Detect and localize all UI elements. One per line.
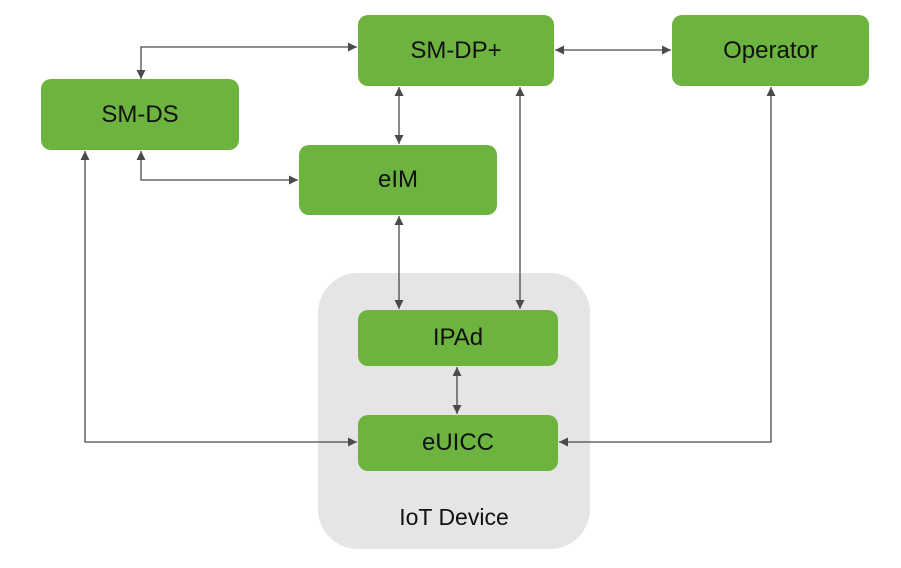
euicc-node: eUICC [358, 415, 558, 471]
sm-ds-node: SM-DS [41, 79, 239, 150]
ipad-node: IPAd [358, 310, 558, 366]
operator-node: Operator [672, 15, 869, 86]
arrow-operator-euicc [559, 87, 776, 447]
arrow-smds-euicc [80, 151, 357, 447]
sm-dp-plus-node: SM-DP+ [358, 15, 554, 86]
arrow-smds-eim [136, 151, 298, 185]
arrow-smds-smdp [136, 42, 357, 79]
eim-node: eIM [299, 145, 497, 215]
iot-device-label: IoT Device [399, 504, 509, 530]
